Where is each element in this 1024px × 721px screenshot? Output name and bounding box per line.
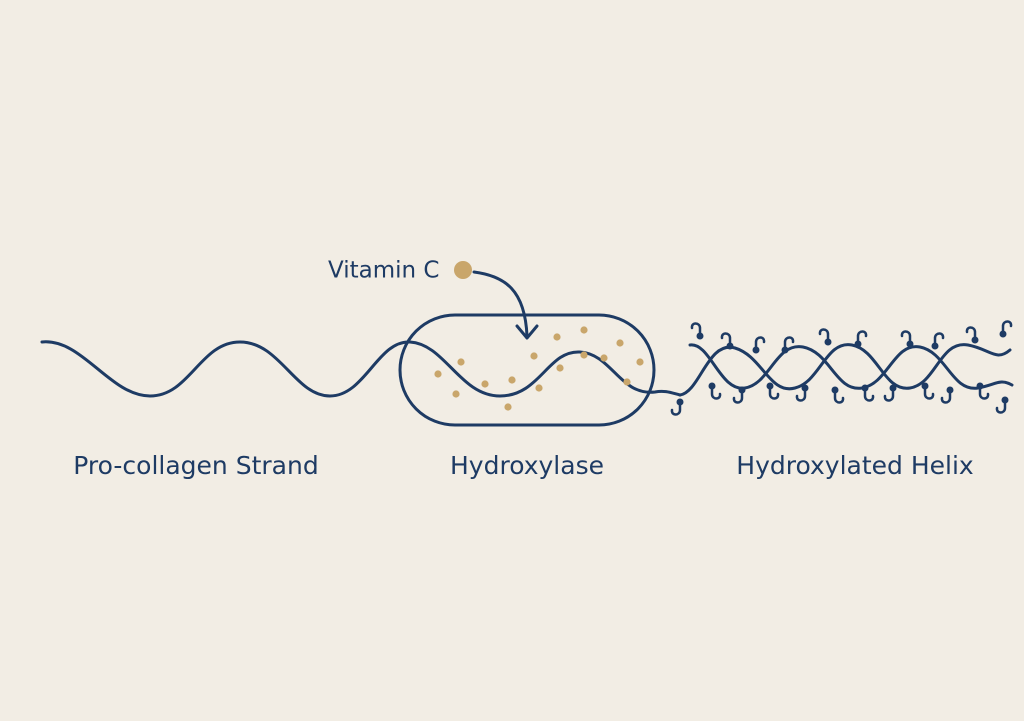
vitamin-c-particle bbox=[535, 384, 543, 392]
procollagen-label: Pro-collagen Strand bbox=[73, 451, 318, 480]
hydroxyl-hook-icon bbox=[921, 382, 935, 400]
hydroxyl-hook-icon bbox=[766, 382, 780, 400]
vitamin-c-particle bbox=[580, 351, 588, 359]
vitamin-c-particle bbox=[530, 352, 538, 360]
arrowhead-icon bbox=[515, 324, 539, 340]
hydroxyl-hook-icon bbox=[732, 386, 746, 404]
hydroxyl-hook-icon bbox=[831, 386, 845, 404]
hydroxyl-hook-icon bbox=[976, 382, 990, 400]
hydroxyl-hook-icon bbox=[883, 384, 897, 402]
hydroxyl-hook-icon bbox=[752, 336, 766, 354]
hydroxyl-hook-icon bbox=[720, 332, 734, 350]
hydroxyl-hook-icon bbox=[781, 336, 795, 354]
hydroxyl-hook-icon bbox=[965, 326, 979, 344]
hydroxyl-hook-icon bbox=[931, 332, 945, 350]
vitamin-c-particle bbox=[580, 326, 588, 334]
hydroxyl-hook-icon bbox=[708, 382, 722, 400]
vitamin-c-particle bbox=[636, 358, 644, 366]
hydroxyl-hook-icon bbox=[690, 322, 704, 340]
hydroxyl-hook-icon bbox=[940, 386, 954, 404]
vitamin-c-particle bbox=[481, 380, 489, 388]
vitamin-c-dot-icon bbox=[454, 261, 472, 279]
vitamin-c-particle bbox=[553, 333, 561, 341]
vitamin-c-arrow bbox=[472, 270, 529, 338]
vitamin-c-particle bbox=[556, 364, 564, 372]
vitamin-c-particles bbox=[434, 326, 644, 411]
hydroxyl-hook-icon bbox=[670, 398, 684, 416]
vitamin-c-particle bbox=[600, 354, 608, 362]
hydroxyl-hook-icon bbox=[999, 320, 1013, 338]
vitamin-c-particle bbox=[504, 403, 512, 411]
helix-label: Hydroxylated Helix bbox=[736, 451, 973, 480]
helix-strand-a bbox=[678, 343, 1012, 397]
vitamin-c-particle bbox=[452, 390, 460, 398]
vitamin-c-particle bbox=[434, 370, 442, 378]
vitamin-c-particle bbox=[616, 339, 624, 347]
hydroxyl-groups bbox=[670, 320, 1013, 416]
vitamin-c-particle bbox=[623, 378, 631, 386]
hydroxyl-hook-icon bbox=[861, 384, 875, 402]
hydroxylated-helix bbox=[670, 320, 1014, 416]
vitamin-c-label: Vitamin C bbox=[328, 258, 439, 284]
hydroxyl-hook-icon bbox=[795, 384, 809, 402]
hydroxyl-hook-icon bbox=[995, 396, 1009, 414]
hydroxylase-label: Hydroxylase bbox=[450, 451, 604, 480]
hydroxyl-hook-icon bbox=[854, 330, 868, 348]
vitamin-c-particle bbox=[508, 376, 516, 384]
procollagen-strand bbox=[40, 340, 682, 398]
hydroxylase-enzyme bbox=[398, 313, 656, 427]
hydroxyl-hook-icon bbox=[818, 328, 832, 346]
vitamin-c-particle bbox=[457, 358, 465, 366]
hydroxyl-hook-icon bbox=[900, 330, 914, 348]
